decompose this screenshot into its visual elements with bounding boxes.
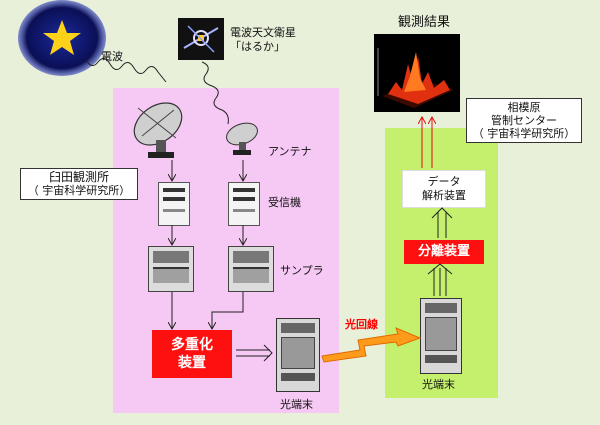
- usuda-label-box: 臼田観測所 （ 宇宙科学研究所）: [20, 168, 138, 200]
- optical-terminal-right-label: 光端末: [422, 378, 455, 391]
- sagamihara-label-box: 相模原 管制センター （ 宇宙科学研究所）: [466, 98, 582, 143]
- result-title: 観測結果: [398, 15, 451, 30]
- sampler-icon: [228, 246, 274, 292]
- multiplexer-line1: 多重化: [171, 337, 213, 353]
- sagamihara-org: （ 宇宙科学研究所）: [472, 127, 576, 140]
- sagamihara-name: 相模原: [507, 101, 541, 114]
- multiplexer-box: 多重化 装置: [152, 330, 232, 378]
- result-plot-icon: [374, 34, 460, 112]
- receiver-icon: [158, 182, 190, 226]
- usuda-org: （ 宇宙科学研究所）: [27, 184, 131, 197]
- rack-terminal-icon: [420, 298, 462, 374]
- satellite-name-line2: 「はるか」: [230, 40, 285, 53]
- optical-terminal-left-label: 光端末: [280, 398, 313, 411]
- analysis-line1: データ: [427, 175, 461, 188]
- sagamihara-center-name: 管制センター: [491, 114, 557, 127]
- rack-terminal-icon: [276, 318, 320, 392]
- radio-wave-signal: [85, 58, 167, 83]
- satellite-name-line1: 電波天文衛星: [230, 26, 296, 39]
- optical-link-arrow: [321, 327, 422, 363]
- separator-label: 分離装置: [417, 244, 470, 259]
- analysis-line2: 解析装置: [422, 189, 466, 202]
- dish-antenna-icon: [128, 96, 192, 162]
- star-icon: [14, 0, 114, 80]
- sampler-label: サンプラ: [280, 264, 324, 277]
- radio-wave-signal: [201, 61, 229, 125]
- antenna-label: アンテナ: [268, 145, 312, 158]
- dish-antenna-icon: [222, 118, 262, 160]
- sampler-icon: [148, 246, 194, 292]
- receiver-label: 受信機: [268, 196, 301, 209]
- usuda-name: 臼田観測所: [48, 170, 109, 184]
- receiver-icon: [228, 182, 260, 226]
- satellite-icon: [178, 18, 224, 60]
- optical-link-label: 光回線: [345, 318, 378, 331]
- analysis-box: データ 解析装置: [402, 170, 486, 208]
- separator-box: 分離装置: [404, 240, 484, 264]
- multiplexer-line2: 装置: [178, 355, 206, 371]
